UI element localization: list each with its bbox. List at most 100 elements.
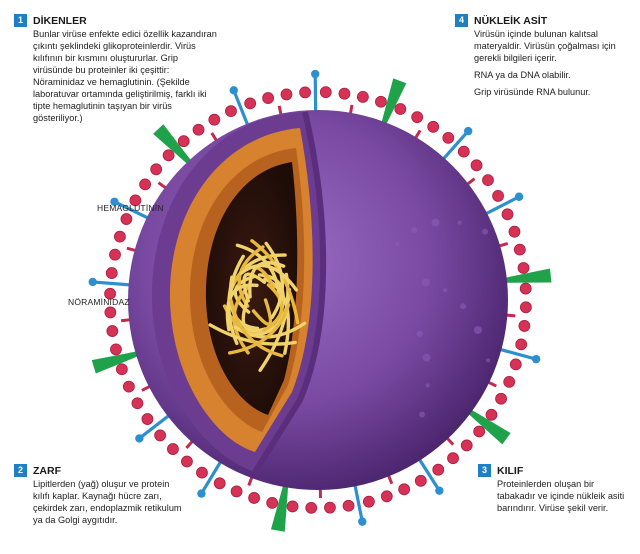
neuraminidase-head	[509, 358, 522, 371]
spike-tip	[229, 86, 238, 95]
neuraminidase-head	[394, 103, 407, 115]
hemaglutinin-spike	[480, 195, 521, 218]
capsid-speck	[422, 353, 431, 362]
hemaglutinin-spike	[438, 129, 470, 165]
spike-tip	[197, 489, 206, 498]
note-body: RNA ya da DNA olabilir.	[474, 70, 571, 80]
neuraminidase-head	[181, 455, 193, 468]
rna-strand	[251, 298, 273, 326]
hemaglutinin-spike	[352, 478, 364, 524]
neuraminidase-head	[411, 111, 424, 124]
neuraminidase-head	[141, 413, 154, 425]
neuraminidase-head	[129, 194, 142, 207]
rna-strand	[227, 303, 291, 355]
hemaglutinin-spike	[493, 346, 538, 361]
label-noraminidaz: NÖRAMİNİDAZ	[68, 297, 130, 307]
neuraminidase-head	[230, 485, 243, 498]
spikes-layer	[88, 69, 552, 532]
hemaglutinin-spike	[270, 480, 289, 532]
rna-strand	[262, 283, 284, 333]
neuraminidase-head	[266, 496, 279, 509]
neuraminidase-head	[104, 306, 117, 319]
neuraminidase-head	[162, 149, 175, 162]
hemaglutinin-spike	[415, 453, 441, 493]
note-body: Virüsün içinde bulunan kalıtsal materyal…	[474, 29, 616, 63]
neuraminidase-head	[109, 248, 121, 261]
neuraminidase-head	[482, 174, 494, 187]
neuraminidase-head	[110, 343, 122, 356]
neuraminidase-head	[432, 463, 445, 476]
neuraminidase-head	[213, 477, 226, 490]
note-title: KILIF	[497, 464, 524, 477]
neuraminidase-head	[177, 135, 190, 148]
neuraminidase-head	[105, 267, 118, 279]
neuraminidase-head	[513, 243, 526, 256]
neuraminidase-head	[470, 159, 483, 172]
hemaglutinin-spike	[380, 78, 407, 129]
capsid-speck	[443, 288, 448, 293]
hemaglutinin-spike	[153, 124, 194, 168]
capsid-speck	[395, 242, 400, 247]
neuraminidase-head	[106, 325, 119, 337]
note-number-badge: 4	[455, 14, 468, 27]
neuraminidase-head	[398, 483, 411, 496]
label-hemaglutinin: HEMAGLUTİNİN	[97, 203, 164, 213]
note-title: ZARF	[33, 464, 61, 477]
capsid-texture	[395, 218, 491, 418]
neuraminidase-head	[362, 495, 375, 508]
neuraminidase-head	[120, 213, 133, 225]
neuraminidase-head	[519, 301, 532, 314]
rna-strand	[239, 263, 299, 292]
neuraminidase-head	[518, 320, 531, 332]
neuraminidase-head	[519, 282, 532, 295]
hemaglutinin-spike	[199, 456, 225, 496]
neuraminidase-head	[342, 499, 355, 512]
neuraminidase-head	[517, 262, 530, 274]
neuraminidase-head	[501, 208, 514, 221]
capsid-speck	[416, 330, 423, 337]
neuraminidase-head	[305, 501, 318, 514]
neuraminidase-head	[114, 230, 126, 243]
rna-strand	[229, 298, 284, 358]
neuraminidase-head	[356, 90, 369, 103]
rna-strand	[242, 272, 267, 303]
neuraminidase-head	[192, 123, 205, 136]
spike-tip	[514, 192, 524, 201]
neuraminidase-head	[262, 92, 275, 104]
hemaglutinin-spike	[464, 407, 511, 445]
note-number-badge: 1	[14, 14, 27, 27]
note-number-badge: 3	[478, 464, 491, 477]
note-nucleic-acid: 4 NÜKLEİK ASİT Virüsün içinde bulunan kal…	[455, 14, 630, 103]
neuraminidase-head	[225, 105, 237, 117]
neuraminidase-head	[508, 225, 521, 238]
rna-strands	[208, 239, 307, 372]
neuraminidase-head	[115, 363, 128, 376]
capsid-speck	[419, 411, 426, 418]
neuraminidase-head	[122, 380, 135, 393]
hemaglutinin-spike	[91, 280, 137, 287]
note-body: Bunlar virüse enfekte edici özellik kaza…	[33, 29, 217, 123]
neuraminidase-head	[338, 87, 351, 100]
hemaglutinin-spike	[137, 411, 175, 441]
note-body: Proteinlerden oluşan bir tabakadır ve iç…	[497, 479, 625, 513]
neuraminidase-head	[244, 97, 257, 110]
neuraminidase-head	[319, 86, 332, 99]
neuraminidase-head	[460, 439, 473, 452]
note-body: Lipitlerden (yağ) oluşur ve protein kılı…	[33, 479, 182, 525]
neuraminidase-head	[139, 178, 151, 191]
neuraminidase-head	[473, 425, 486, 438]
capsid-speck	[460, 303, 467, 310]
neuraminidase-head	[380, 490, 393, 503]
spike-tip	[88, 277, 97, 287]
neuraminidase-head	[248, 492, 261, 504]
neuraminidase-head	[485, 408, 498, 421]
capsid-speck	[421, 278, 430, 287]
hemaglutinin-spike	[500, 268, 552, 283]
capsid-speck	[457, 220, 462, 225]
neuraminidase-head	[154, 429, 167, 442]
capsid-speck	[486, 358, 491, 363]
cut-edge	[252, 111, 327, 474]
note-title: NÜKLEİK ASİT	[474, 14, 548, 27]
hemaglutinin-spike	[313, 72, 318, 118]
